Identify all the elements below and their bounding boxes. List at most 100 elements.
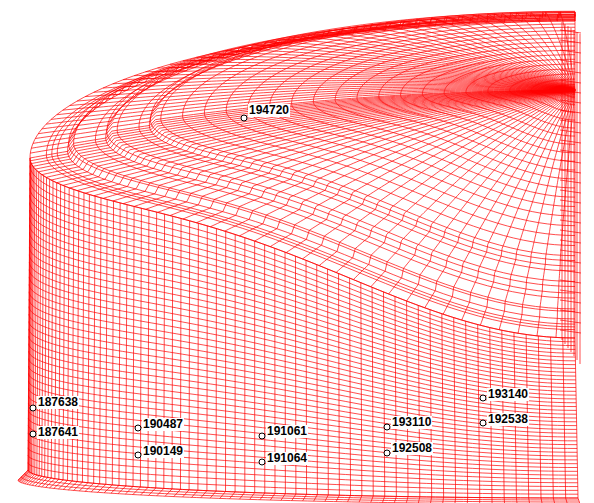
mesh-line [29, 321, 577, 421]
mesh-line [226, 21, 575, 226]
mesh-line [560, 220, 581, 223]
mesh-line [560, 30, 581, 33]
mesh-line [240, 492, 245, 499]
mesh-line [560, 310, 581, 313]
mesh-line [54, 480, 63, 489]
mesh-line [313, 34, 575, 188]
mesh-line [46, 19, 575, 329]
mesh-line [371, 496, 373, 502]
mesh-line [575, 90, 576, 338]
node-number-label: 194720 [248, 104, 290, 117]
mesh-line [418, 497, 419, 503]
mesh-line [560, 280, 581, 283]
mesh-line [29, 381, 578, 452]
mesh-line [250, 493, 255, 500]
mesh-line [29, 359, 577, 441]
mesh-line [560, 290, 581, 293]
mesh-line [104, 485, 112, 493]
mesh-line [28, 396, 577, 460]
mesh-line [560, 70, 581, 73]
mesh-line [383, 496, 385, 502]
node-marker [135, 425, 141, 431]
mesh-line [575, 12, 576, 90]
mesh-line [560, 300, 581, 303]
mesh-line [29, 314, 577, 418]
mesh-line [28, 448, 578, 487]
mesh-line [25, 474, 35, 483]
mesh-line [444, 59, 575, 136]
mesh-line [29, 344, 577, 434]
mesh-line [560, 80, 581, 83]
mesh-line [560, 90, 581, 93]
node-number-label: 190487 [142, 418, 184, 431]
mesh-line [260, 493, 265, 500]
mesh-line [23, 474, 33, 483]
mesh-line [30, 217, 576, 368]
mesh-line [85, 483, 94, 491]
node-number-label: 193110 [391, 416, 432, 429]
mesh-line [491, 498, 492, 503]
node-marker [259, 433, 265, 439]
mesh-line [565, 24, 566, 344]
mesh-line [560, 180, 581, 183]
node-number-label: 187641 [37, 426, 79, 439]
mesh-line [574, 30, 575, 356]
mesh-line [560, 50, 581, 53]
mesh-line [571, 28, 572, 352]
mesh-line [560, 330, 581, 333]
mesh-line [91, 484, 99, 492]
mesh-line [454, 497, 456, 503]
mesh-line [29, 284, 576, 402]
mesh-line [107, 12, 575, 287]
mesh-line [201, 491, 207, 498]
mesh-line [139, 15, 575, 271]
mesh-line [57, 20, 575, 324]
mesh-line [379, 46, 575, 161]
mesh-line [537, 90, 575, 336]
mesh-line [63, 481, 72, 489]
mesh-line [118, 486, 126, 494]
mesh-line [183, 490, 189, 497]
mesh-line [560, 150, 581, 153]
mesh-line [21, 477, 579, 502]
mesh-line [38, 477, 48, 486]
mesh-line [133, 487, 141, 495]
mesh-line [325, 495, 328, 501]
mesh-line [28, 470, 578, 498]
node-marker [30, 431, 36, 437]
mesh-line [42, 90, 575, 175]
mesh-line [560, 250, 581, 253]
mesh-line [580, 34, 581, 364]
mesh-line [359, 496, 362, 502]
mesh-line [394, 496, 396, 502]
mesh-line [165, 489, 172, 496]
mesh-line [50, 479, 59, 488]
mesh-line [430, 497, 431, 503]
node-marker [480, 420, 486, 426]
mesh-line [560, 130, 581, 133]
mesh-line [406, 497, 408, 503]
node-marker [384, 450, 390, 456]
mesh-line [467, 497, 468, 503]
mesh-line [29, 277, 576, 399]
mesh-line [281, 494, 285, 501]
mesh-line [111, 485, 119, 493]
mesh-line [566, 498, 568, 503]
mesh-line [504, 498, 505, 503]
mesh-line [18, 480, 580, 503]
mesh-line [220, 491, 226, 498]
mesh-line [29, 366, 577, 445]
mesh-line [31, 90, 575, 164]
mesh-line [389, 90, 575, 294]
mesh-line [462, 90, 575, 320]
mesh-line [58, 480, 67, 489]
mesh-line [553, 498, 554, 503]
mesh-line [42, 478, 51, 487]
mesh-line [98, 484, 106, 492]
mesh-line [25, 473, 579, 500]
mesh-line [303, 90, 576, 259]
mesh-line [230, 492, 235, 499]
mesh-line [150, 11, 575, 260]
mesh-line [28, 440, 578, 482]
